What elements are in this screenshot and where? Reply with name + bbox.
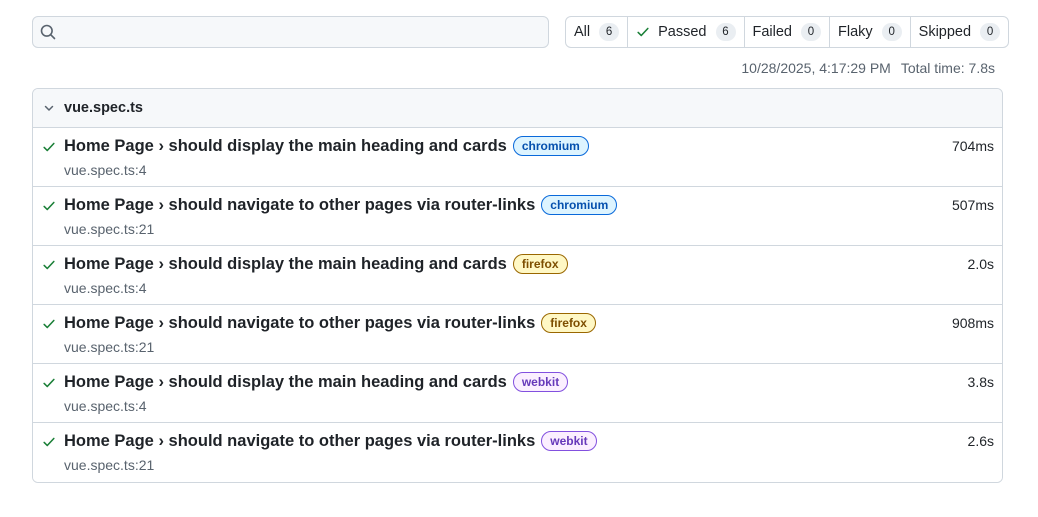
test-duration: 908ms — [951, 315, 994, 331]
check-icon — [42, 317, 56, 331]
test-row[interactable]: Home Page › should display the main head… — [33, 246, 1002, 305]
test-title-line: Home Page › should navigate to other pag… — [64, 195, 618, 215]
test-title: Home Page › should display the main head… — [64, 136, 507, 155]
project-badge[interactable]: chromium — [541, 195, 618, 215]
test-title-line: Home Page › should display the main head… — [64, 254, 568, 274]
filter-passed[interactable]: Passed 6 — [627, 17, 743, 47]
filter-all[interactable]: All 6 — [566, 17, 627, 47]
test-title: Home Page › should navigate to other pag… — [64, 195, 536, 214]
filter-label: Flaky — [838, 24, 873, 40]
test-row[interactable]: Home Page › should navigate to other pag… — [33, 423, 1002, 482]
filter-count: 0 — [980, 23, 1001, 41]
test-duration: 704ms — [951, 138, 994, 154]
test-duration: 3.8s — [967, 374, 994, 390]
test-title: Home Page › should display the main head… — [64, 372, 507, 391]
filter-count: 6 — [599, 23, 620, 41]
filter-failed[interactable]: Failed 0 — [743, 17, 830, 47]
test-location: vue.spec.ts:4 — [64, 398, 147, 414]
filter-label: All — [574, 24, 591, 40]
project-badge[interactable]: webkit — [541, 431, 597, 451]
test-location: vue.spec.ts:4 — [64, 162, 147, 178]
test-location: vue.spec.ts:21 — [64, 339, 155, 355]
filter-label: Failed — [752, 24, 793, 40]
test-title-line: Home Page › should display the main head… — [64, 136, 589, 156]
test-location: vue.spec.ts:4 — [64, 280, 147, 296]
search-input[interactable] — [57, 17, 548, 47]
test-row[interactable]: Home Page › should navigate to other pag… — [33, 187, 1002, 246]
check-icon — [42, 376, 56, 390]
test-title: Home Page › should navigate to other pag… — [64, 313, 536, 332]
filter-label: Passed — [658, 24, 707, 40]
check-icon — [42, 435, 56, 449]
test-title-line: Home Page › should navigate to other pag… — [64, 431, 597, 451]
test-title-line: Home Page › should navigate to other pag… — [64, 313, 596, 333]
filter-label: Skipped — [918, 24, 972, 40]
test-title: Home Page › should display the main head… — [64, 254, 507, 273]
test-duration: 507ms — [951, 197, 994, 213]
check-icon — [42, 140, 56, 154]
test-location: vue.spec.ts:21 — [64, 457, 155, 473]
filter-count: 0 — [801, 23, 821, 41]
file-name: vue.spec.ts — [64, 100, 143, 116]
check-icon — [42, 258, 56, 272]
filter-skipped[interactable]: Skipped 0 — [909, 17, 1008, 47]
search-icon — [39, 23, 57, 41]
run-timestamp: 10/28/2025, 4:17:29 PM — [741, 60, 891, 76]
check-icon — [42, 199, 56, 213]
test-row[interactable]: Home Page › should display the main head… — [33, 364, 1002, 423]
project-badge[interactable]: firefox — [512, 254, 568, 274]
filter-flaky[interactable]: Flaky 0 — [829, 17, 910, 47]
check-icon — [636, 25, 650, 39]
total-time: Total time: 7.8s — [900, 60, 995, 76]
test-row[interactable]: Home Page › should navigate to other pag… — [33, 305, 1002, 364]
test-title: Home Page › should navigate to other pag… — [64, 431, 536, 450]
chevron-down-icon — [43, 102, 55, 114]
test-duration: 2.6s — [967, 433, 994, 449]
run-meta: 10/28/2025, 4:17:29 PM Total time: 7.8s — [741, 60, 995, 76]
project-badge[interactable]: webkit — [512, 372, 569, 392]
project-badge[interactable]: chromium — [512, 136, 589, 156]
project-badge[interactable]: firefox — [541, 313, 596, 333]
test-duration: 2.0s — [967, 256, 994, 272]
filter-count: 6 — [715, 23, 736, 41]
search-box[interactable] — [32, 16, 549, 48]
test-title-line: Home Page › should display the main head… — [64, 372, 569, 392]
file-header[interactable]: vue.spec.ts — [33, 89, 1002, 128]
test-location: vue.spec.ts:21 — [64, 221, 155, 237]
status-filters: All 6 Passed 6 Failed 0 Flaky 0 Skipped … — [565, 16, 1010, 48]
test-row[interactable]: Home Page › should display the main head… — [33, 128, 1002, 187]
filter-count: 0 — [881, 23, 902, 41]
file-section: vue.spec.ts Home Page › should display t… — [32, 88, 1003, 483]
